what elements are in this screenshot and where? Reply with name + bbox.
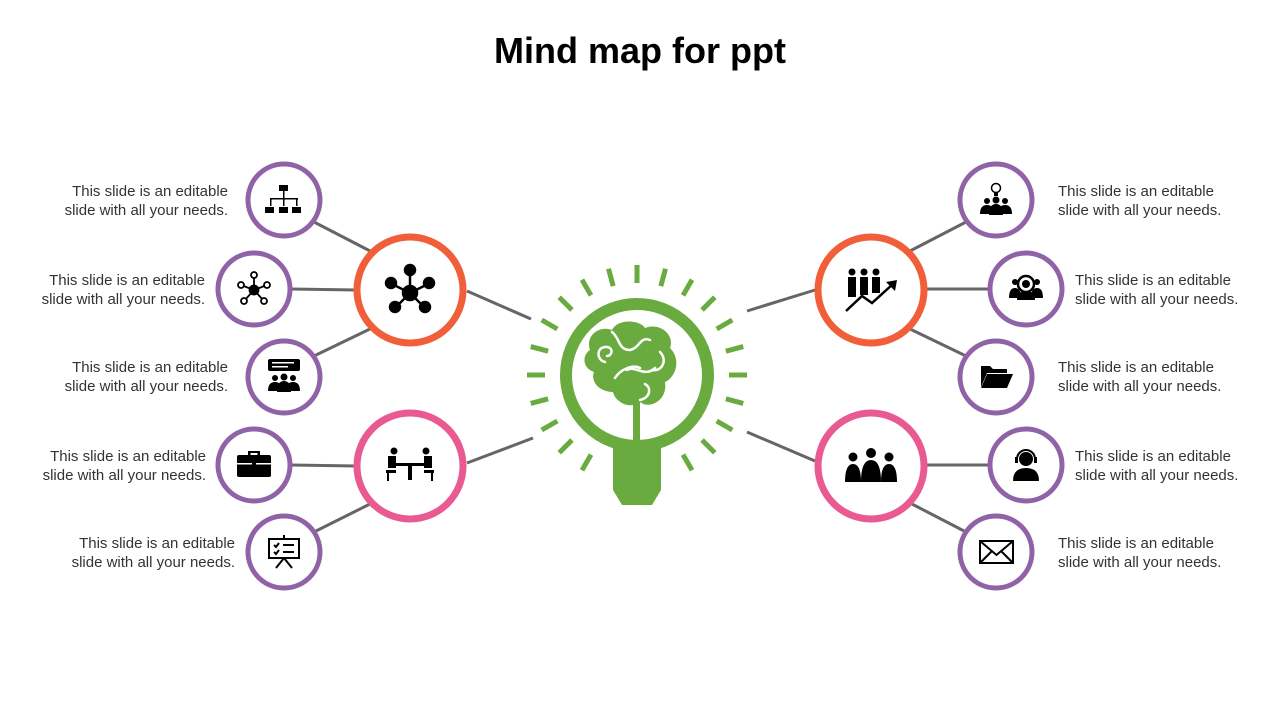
team-growth-icon <box>845 268 897 312</box>
text-line: slide with all your needs. <box>64 202 228 219</box>
node-presentation[interactable] <box>245 338 323 416</box>
text-line: This slide is an editable <box>72 183 228 200</box>
meeting-table-icon <box>386 447 434 481</box>
node-text: This slide is an editable slide with all … <box>1058 182 1278 220</box>
connector-line <box>466 289 532 321</box>
light-ray <box>606 268 616 287</box>
slide-title: Mind map for ppt <box>494 30 786 71</box>
node-folder[interactable] <box>957 338 1035 416</box>
text-line: slide with all your needs. <box>1058 202 1222 219</box>
node-people-network[interactable] <box>215 250 293 328</box>
text-line: slide with all your needs. <box>1058 378 1222 395</box>
hub-team-growth[interactable] <box>814 233 928 347</box>
text-line: This slide is an editable <box>49 272 205 289</box>
node-checklist[interactable] <box>245 513 323 591</box>
connector-line <box>909 327 967 358</box>
light-ray <box>530 344 549 354</box>
group-icon <box>845 448 897 482</box>
hub-group[interactable] <box>814 409 928 523</box>
network-hub-icon <box>384 263 436 314</box>
node-envelope[interactable] <box>957 513 1035 591</box>
light-ray <box>557 295 574 312</box>
connector-line <box>290 287 357 292</box>
light-ray <box>725 344 744 354</box>
briefcase-icon <box>237 451 271 477</box>
connector-line <box>909 220 967 253</box>
node-support-team[interactable] <box>987 250 1065 328</box>
folder-icon <box>981 366 1013 388</box>
text-line: This slide is an editable <box>50 448 206 465</box>
text-line: slide with all your needs. <box>64 378 228 395</box>
text-line: slide with all your needs. <box>1075 467 1239 484</box>
text-line: This slide is an editable <box>1058 535 1214 552</box>
text-line: slide with all your needs. <box>71 554 235 571</box>
light-ray <box>540 418 559 433</box>
light-ray <box>579 453 594 472</box>
text-line: This slide is an editable <box>1058 183 1214 200</box>
light-ray <box>557 438 574 455</box>
org-chart-icon <box>265 185 301 213</box>
node-text: This slide is an editable slide with all … <box>1075 271 1280 309</box>
node-text: This slide is an editable slide with all … <box>1058 534 1278 572</box>
light-ray <box>658 268 668 287</box>
connector-line <box>746 430 816 463</box>
node-headset-agent[interactable] <box>987 426 1065 504</box>
lightbulb-brain-icon <box>560 298 714 505</box>
envelope-icon <box>979 540 1014 564</box>
node-text: This slide is an editable slide with all … <box>8 358 228 396</box>
text-line: slide with all your needs. <box>41 291 205 308</box>
text-line: This slide is an editable <box>72 359 228 376</box>
connector-line <box>466 436 534 465</box>
idea-team-icon <box>980 182 1012 215</box>
node-text: This slide is an editable slide with all … <box>1058 358 1278 396</box>
text-line: slide with all your needs. <box>1075 291 1239 308</box>
presentation-audience-icon <box>268 359 300 392</box>
connector-line <box>290 463 357 468</box>
text-line: This slide is an editable <box>1075 272 1231 289</box>
light-ray <box>579 278 594 297</box>
connector-line <box>746 288 816 313</box>
node-text: This slide is an editable slide with all … <box>1075 447 1280 485</box>
hub-meeting[interactable] <box>353 409 467 523</box>
connector-lines <box>290 220 989 534</box>
light-ray <box>725 396 744 406</box>
light-ray <box>715 418 734 433</box>
text-line: slide with all your needs. <box>42 467 206 484</box>
node-org-chart[interactable] <box>245 161 323 239</box>
node-text: This slide is an editable slide with all … <box>15 534 235 572</box>
connector-line <box>313 326 373 358</box>
headset-agent-icon <box>1013 449 1039 481</box>
connector-line <box>313 220 373 254</box>
light-ray <box>680 278 695 297</box>
text-line: This slide is an editable <box>1058 359 1214 376</box>
node-text: This slide is an editable slide with all … <box>0 447 206 485</box>
text-line: slide with all your needs. <box>1058 554 1222 571</box>
node-text: This slide is an editable slide with all … <box>8 182 228 220</box>
light-ray <box>540 317 559 332</box>
text-line: This slide is an editable <box>1075 448 1231 465</box>
light-ray <box>700 438 717 455</box>
node-briefcase[interactable] <box>215 426 293 504</box>
light-ray <box>530 396 549 406</box>
support-team-icon <box>1009 274 1043 300</box>
node-idea-team[interactable] <box>957 161 1035 239</box>
light-ray <box>715 317 734 332</box>
connector-line <box>909 501 967 534</box>
text-line: This slide is an editable <box>79 535 235 552</box>
light-ray <box>680 453 695 472</box>
hub-network[interactable] <box>353 233 467 347</box>
connector-line <box>313 501 373 534</box>
people-network-icon <box>237 271 271 305</box>
light-ray <box>700 295 717 312</box>
light-rays <box>527 265 747 472</box>
node-text: This slide is an editable slide with all … <box>0 271 205 309</box>
checklist-board-icon <box>268 535 300 569</box>
